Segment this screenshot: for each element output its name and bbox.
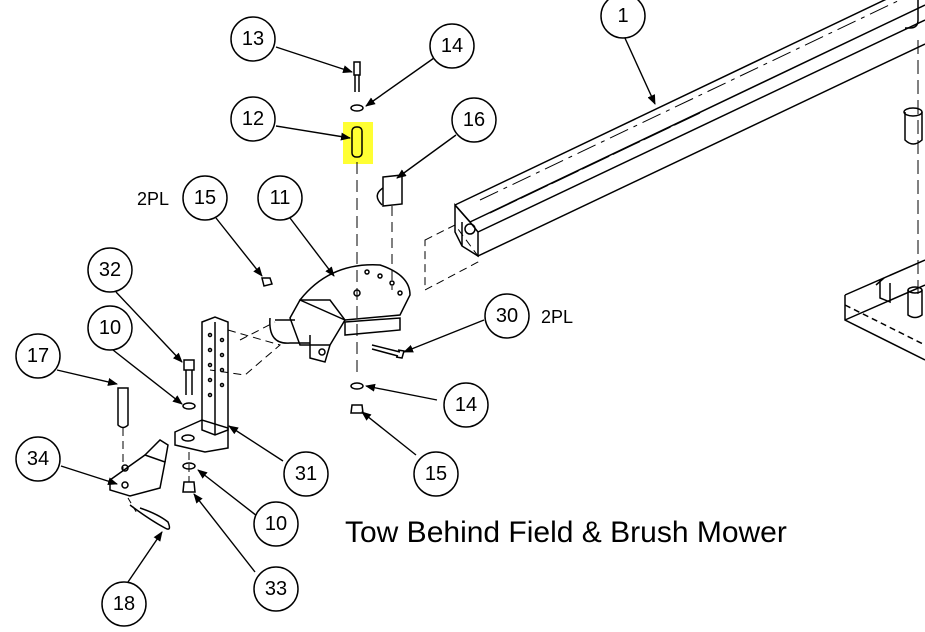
svg-text:15: 15 [194,187,216,209]
mower-deck-fragment [844,0,925,361]
callout-18: 18 [101,581,147,627]
svg-text:10: 10 [99,317,121,339]
svg-text:14: 14 [441,35,463,57]
svg-text:12: 12 [242,108,264,130]
svg-text:10: 10 [265,513,287,535]
callout-15-upper: 15 [182,175,228,221]
callout-33: 33 [253,566,299,612]
jack-stand [174,316,282,493]
svg-text:33: 33 [265,578,287,600]
callout-12: 12 [230,96,276,142]
svg-text:16: 16 [463,109,485,131]
callout-32: 32 [87,247,133,293]
callout-11: 11 [257,175,303,221]
callout-14-upper: 14 [429,23,475,69]
callout-34: 34 [15,436,61,482]
svg-text:18: 18 [113,593,135,615]
diagram-caption: Tow Behind Field & Brush Mower [345,516,787,549]
svg-text:30: 30 [496,305,518,327]
svg-text:13: 13 [242,28,264,50]
callout-13: 13 [230,16,276,62]
callout-10-upper: 10 [87,305,133,351]
hitch-assembly [239,61,411,414]
callout-17: 17 [15,333,61,379]
callout-14-lower: 14 [443,382,489,428]
callout-31: 31 [283,451,329,497]
svg-text:32: 32 [99,259,121,281]
svg-text:14: 14 [455,394,477,416]
svg-text:34: 34 [27,448,49,470]
tongue-tube [424,0,925,291]
svg-text:11: 11 [270,187,291,209]
callouts: 1 13 14 12 16 15 11 32 10 17 30 14 15 34… [15,0,646,627]
callout-1: 1 [600,0,646,39]
svg-text:17: 17 [27,345,49,367]
svg-text:15: 15 [425,463,447,485]
svg-text:31: 31 [295,463,317,485]
callout-16: 16 [451,97,497,143]
callout-10-lower: 10 [253,501,299,547]
svg-text:1: 1 [617,5,628,27]
note-2pl-15: 2PL [137,189,169,209]
foot-bracket [109,387,171,530]
leader-lines [56,35,656,583]
callout-15-lower: 15 [413,451,459,497]
note-2pl-30: 2PL [541,307,573,327]
callout-30: 30 [484,293,530,339]
